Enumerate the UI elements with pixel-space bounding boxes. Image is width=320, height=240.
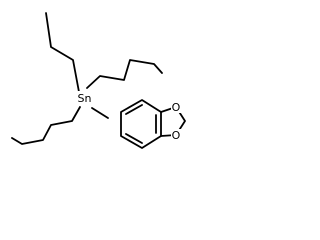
oxygen-upper-label-bg [171,101,181,113]
benzene-double-bond-bottom [125,133,143,144]
butyl-chain-top-left [45,12,80,93]
molecule-structure-diagram: Sn O O [11,12,186,149]
oxygen-lower-atom-label: O [172,129,181,142]
tin-label-bg [76,91,93,105]
butyl-chain-top-right [86,59,163,89]
benzene-double-bond-top [125,104,143,115]
oxygen-lower-label-bg [171,129,181,141]
benzene-ring-outline [120,99,162,149]
oxygen-upper-atom-label: O [172,101,181,114]
bond-sn-aryl [91,107,109,119]
bond-chain3 [11,106,81,145]
tin-atom-label: Sn [78,92,92,105]
benzene-ring [120,99,162,149]
butyl-chain-bottom-left [11,106,81,145]
bond-chain2 [86,59,163,89]
bond-chain1 [45,12,80,93]
